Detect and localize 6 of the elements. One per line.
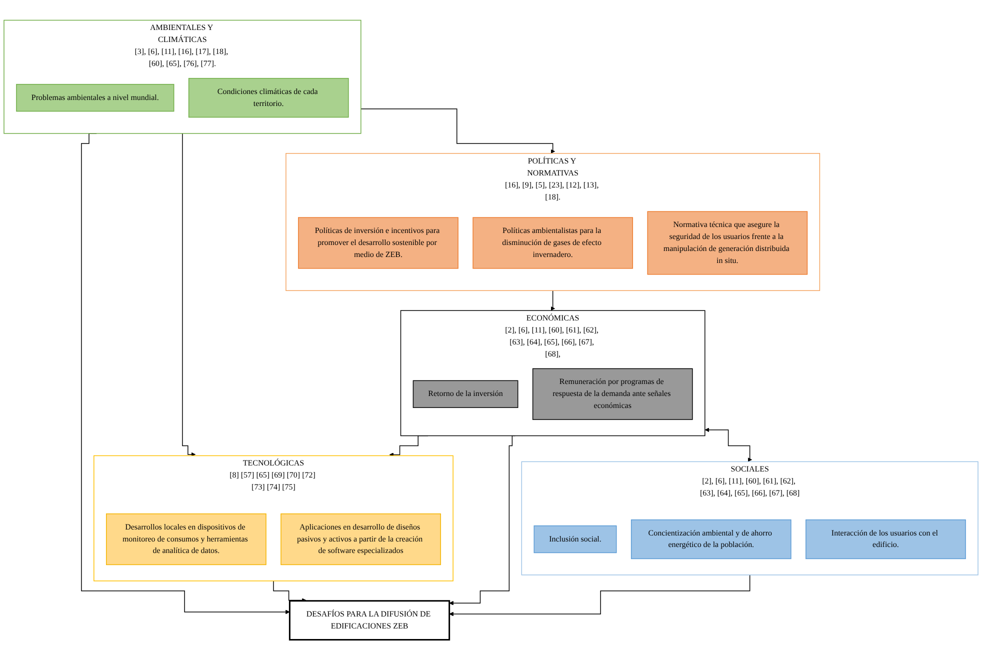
arrow — [550, 290, 556, 311]
arrow — [360, 108, 556, 154]
arrow — [449, 574, 750, 616]
arrow — [182, 133, 196, 457]
arrow — [81, 133, 290, 614]
arrow — [704, 428, 752, 462]
